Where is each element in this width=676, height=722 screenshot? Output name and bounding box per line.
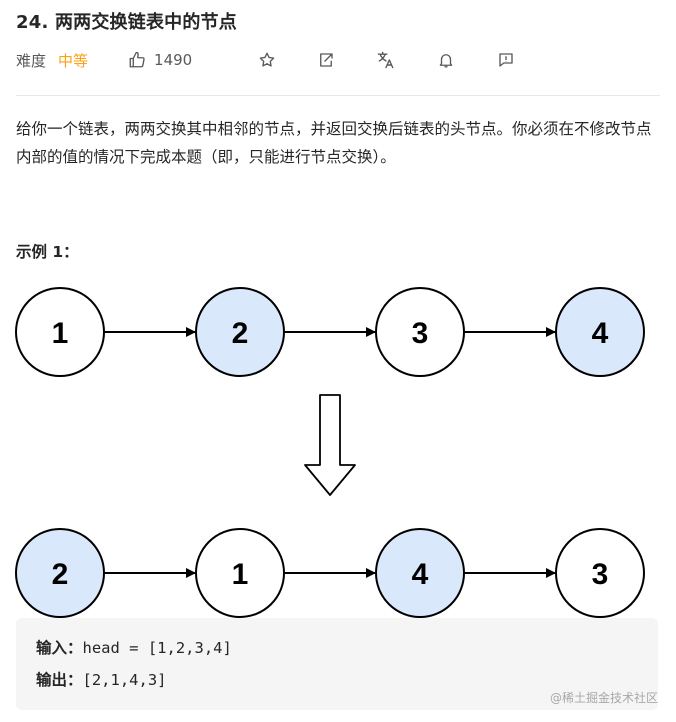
divider [16, 95, 660, 96]
list-after: 2 1 4 3 [15, 528, 645, 618]
before-node-4 [555, 287, 645, 377]
before-node-label-1: 1 [52, 317, 69, 350]
after-node-2 [195, 528, 285, 618]
output-value: [2,1,4,3] [82, 671, 167, 689]
list-before: 1 2 3 4 [15, 287, 645, 377]
favorite-button[interactable] [256, 49, 278, 71]
after-node-1 [15, 528, 105, 618]
linked-list-diagram: 1 2 3 4 2 1 4 3 [15, 287, 645, 618]
like-count: 1490 [154, 51, 193, 69]
difficulty-badge: 中等 [58, 51, 89, 70]
after-node-label-1: 2 [52, 558, 69, 591]
difficulty-label: 难度 [16, 51, 47, 70]
problem-meta-bar: 难度 中等 1490 [16, 46, 517, 74]
translate-icon [378, 51, 394, 69]
problem-title: 24. 两两交换链表中的节点 [16, 12, 237, 33]
before-node-2 [195, 287, 285, 377]
like-button[interactable]: 1490 [128, 51, 192, 69]
before-node-label-4: 4 [592, 317, 609, 350]
after-node-4 [555, 528, 645, 618]
translate-button[interactable] [375, 49, 397, 71]
input-value: head = [1,2,3,4] [82, 639, 232, 657]
after-node-3 [375, 528, 465, 618]
watermark: @稀土掘金技术社区 [549, 691, 658, 705]
example-output-line: 输出：[2,1,4,3] [36, 668, 167, 690]
subscribe-button[interactable] [435, 49, 457, 71]
example-input-line: 输入：head = [1,2,3,4] [36, 636, 232, 658]
share-button[interactable] [315, 49, 337, 71]
before-node-label-3: 3 [412, 317, 429, 350]
after-node-label-4: 3 [592, 558, 609, 591]
problem-description: 给你一个链表，两两交换其中相邻的节点，并返回交换后链表的头节点。你必须在不修改节… [16, 120, 652, 166]
example-code-block: 输入：head = [1,2,3,4] 输出：[2,1,4,3] [16, 618, 658, 710]
before-node-3 [375, 287, 465, 377]
feedback-button[interactable] [495, 49, 517, 71]
star-icon [259, 52, 275, 67]
example-title: 示例 1： [16, 243, 79, 261]
bell-icon [439, 54, 453, 68]
after-node-label-2: 1 [232, 558, 249, 591]
output-label: 输出： [36, 671, 83, 689]
before-node-label-2: 2 [232, 317, 249, 350]
after-node-label-3: 4 [412, 558, 429, 591]
down-arrow-icon [304, 394, 356, 496]
thumbs-up-icon [129, 51, 145, 68]
share-icon [320, 53, 333, 67]
input-label: 输入： [36, 639, 83, 657]
before-node-1 [15, 287, 105, 377]
feedback-icon [499, 53, 513, 67]
